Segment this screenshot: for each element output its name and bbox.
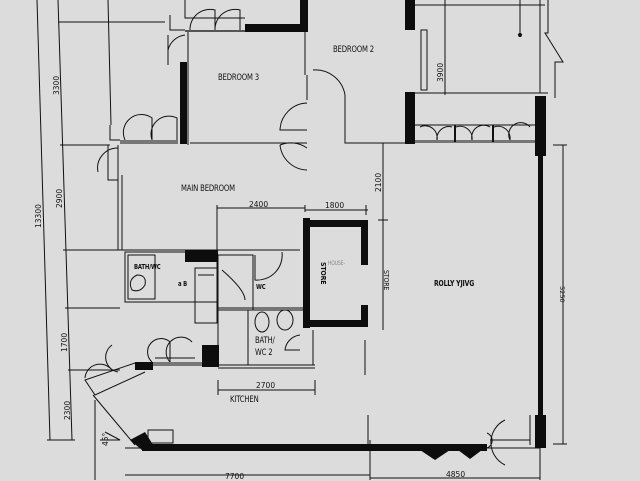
dim-left-2900: 2900 bbox=[55, 188, 64, 208]
dim-2400: 2400 bbox=[249, 200, 269, 209]
dim-left-2300: 2300 bbox=[63, 400, 72, 420]
dim-3900: 3900 bbox=[436, 62, 445, 82]
room-label-bath-wc2-line1: BATH/ bbox=[255, 336, 275, 346]
dim-bottom-4850: 4850 bbox=[446, 470, 466, 479]
dim-overall-height: 13300 bbox=[34, 204, 43, 228]
dim-right-vertical: 5250 bbox=[558, 286, 566, 303]
room-label-bath-wc2-line2: WC 2 bbox=[255, 348, 273, 358]
dim-2100: 2100 bbox=[374, 172, 383, 192]
dim-angle-45: 45° bbox=[101, 432, 110, 446]
room-label-shelter: HOUSE- bbox=[328, 260, 345, 267]
dim-bottom-7700: 7700 bbox=[225, 472, 245, 481]
dim-1800: 1800 bbox=[325, 201, 345, 210]
room-label-bedroom2: BEDROOM 2 bbox=[333, 45, 374, 55]
room-label-ab: a B bbox=[178, 280, 188, 288]
room-label-kitchen: KITCHEN bbox=[230, 395, 259, 405]
dim-kitchen-2700: 2700 bbox=[256, 381, 276, 390]
room-label-bedroom3: BEDROOM 3 bbox=[218, 73, 259, 83]
dim-line-13300 bbox=[36, 0, 51, 441]
dim-left-1700: 1700 bbox=[60, 332, 69, 352]
room-label-living-dining: ROLLY YJIVG bbox=[434, 279, 475, 288]
room-label-wc-small: WC bbox=[256, 283, 266, 291]
room-label-store-2: STORE bbox=[382, 270, 390, 291]
room-label-main-bedroom: MAIN BEDROOM bbox=[181, 184, 235, 194]
room-label-bath-wc1: BATH/WC bbox=[134, 263, 161, 271]
dim-left-3300: 3300 bbox=[52, 75, 61, 95]
room-label-store: STORE bbox=[319, 262, 327, 285]
